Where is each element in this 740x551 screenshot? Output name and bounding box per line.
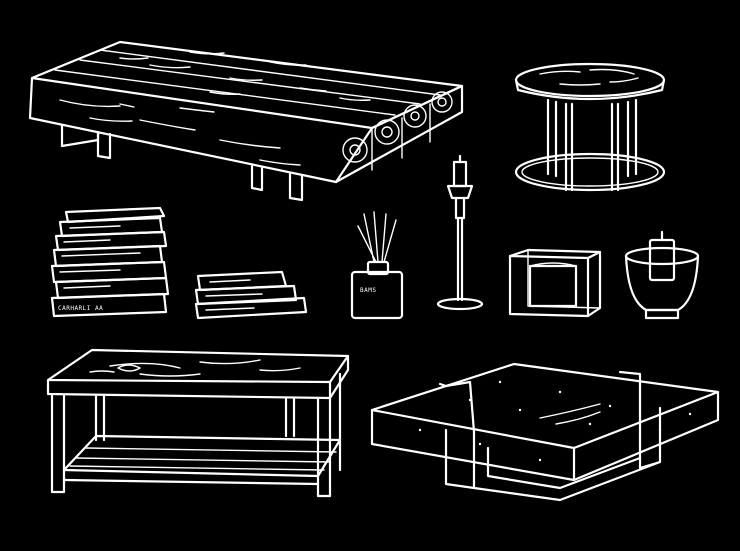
book-stack-small [194,270,308,320]
reed-diffuser: BAMS [350,211,404,320]
round-side-table [514,62,666,192]
hurricane-candle-holder [624,230,700,320]
glass-lantern [508,248,602,318]
book-stack-tall: CARHARLI AA [50,206,170,318]
diffuser-label: BAMS [360,287,376,294]
stone-slab-table [370,362,720,502]
shelf-coffee-table [46,348,350,498]
beam-coffee-table [28,40,464,202]
book-spine-text: CARHARLI AA [58,305,103,312]
candlestick [436,154,484,311]
